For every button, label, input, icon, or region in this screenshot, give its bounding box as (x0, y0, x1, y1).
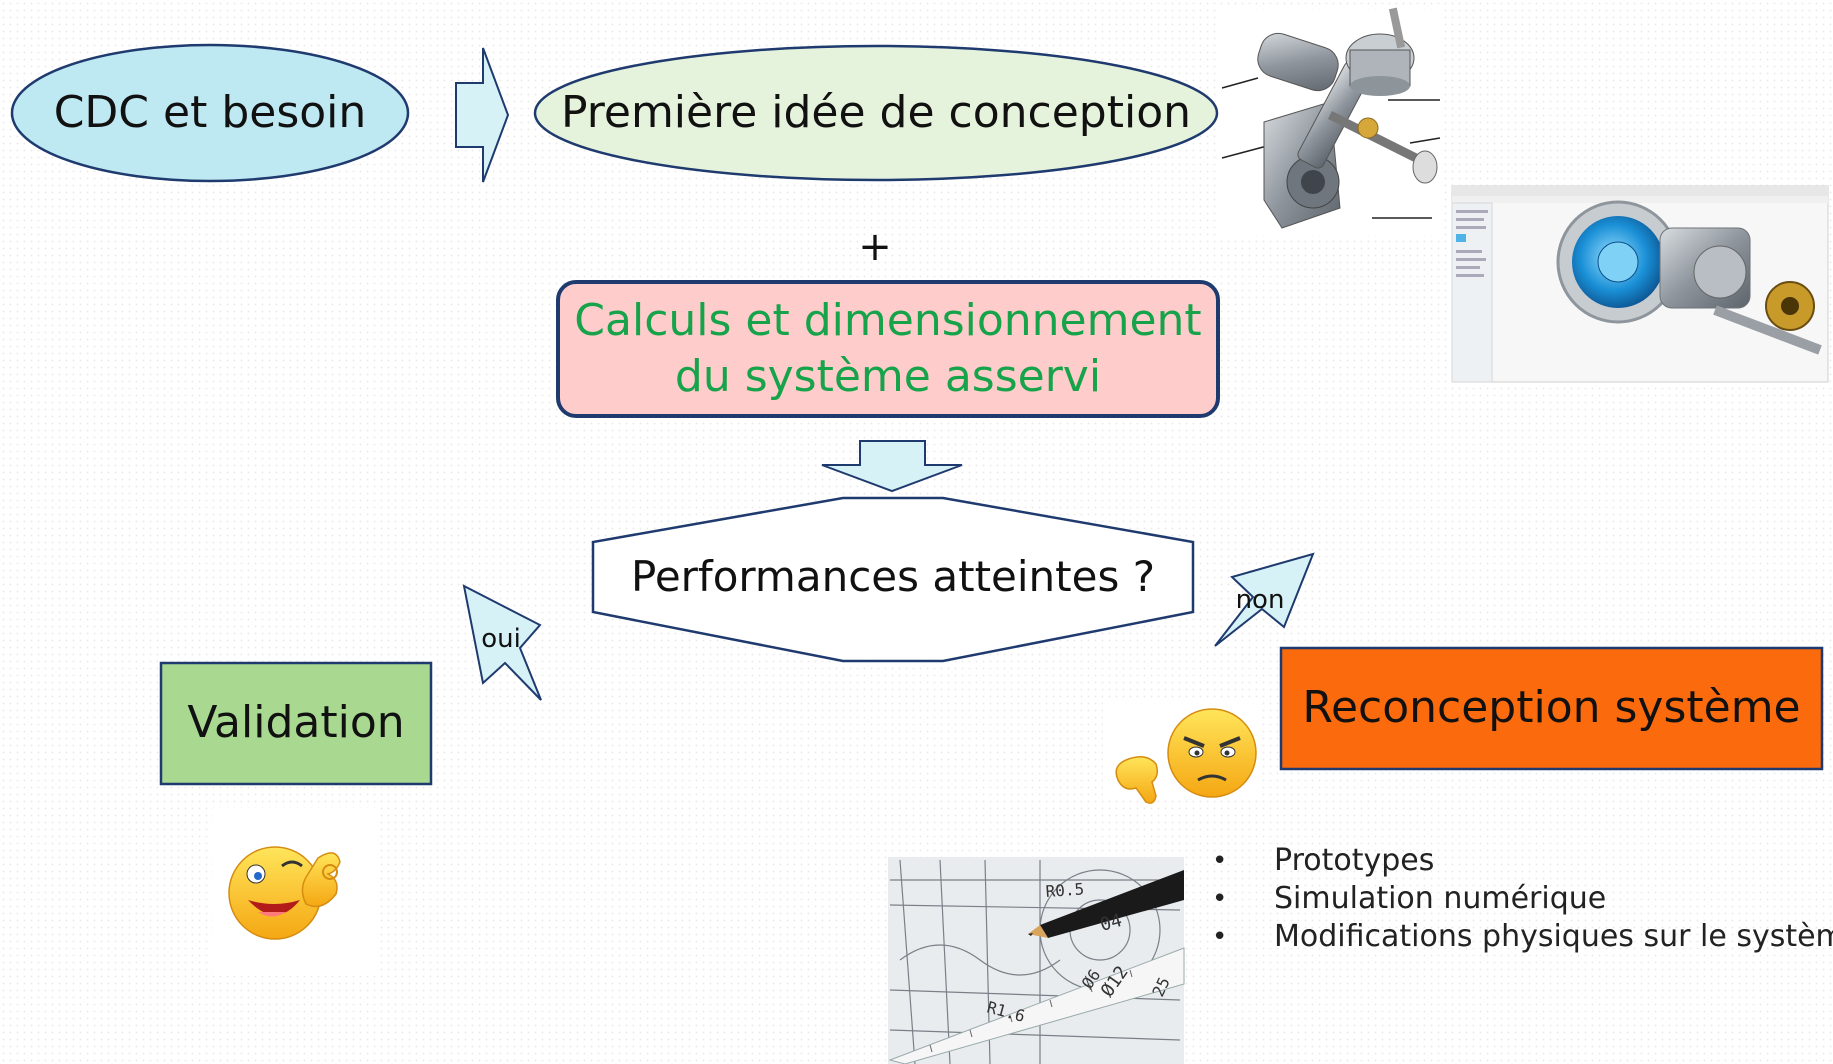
non-label-text: non (1235, 585, 1285, 616)
calc-node-line2: du système asservi (674, 351, 1102, 402)
start-ellipse (10, 43, 410, 183)
decision-node-label: Performances atteintes ? (630, 551, 1155, 601)
list-item: Simulation numérique (1212, 880, 1833, 918)
oui-label: oui (476, 622, 526, 658)
decision-shape (591, 496, 1195, 663)
validation-box (159, 661, 433, 786)
winking-ok-emoji (213, 808, 378, 976)
redesign-node: Reconception système (1281, 648, 1822, 769)
idea-node-label: Première idée de conception (560, 86, 1192, 138)
plus-sign: + (840, 222, 910, 272)
oui-label-text: oui (481, 624, 521, 655)
list-item: Prototypes (1212, 842, 1833, 880)
calc-box (556, 280, 1220, 418)
non-label: non (1230, 583, 1290, 619)
decision-node: Performances atteintes ? (593, 545, 1193, 609)
redesign-options-list: Prototypes Simulation numérique Modifica… (1212, 842, 1833, 956)
arrow-down (821, 440, 963, 493)
technical-drawing-pencil-image (888, 857, 1185, 1064)
cad-software-image (1451, 185, 1829, 383)
arrow-oui (462, 584, 542, 701)
calc-node: Calculs et dimensionnement du système as… (558, 286, 1218, 412)
validation-node: Validation (161, 663, 431, 784)
plus-sign-label: + (858, 224, 892, 270)
idea-node: Première idée de conception (535, 60, 1217, 166)
redesign-node-label: Reconception système (1302, 682, 1801, 734)
drawing-label-r1: R0.5 (1045, 879, 1085, 901)
arrow-non (1214, 552, 1315, 647)
start-node: CDC et besoin (12, 60, 408, 166)
validation-node-label: Validation (187, 697, 405, 749)
mechanical-assembly-image (1220, 7, 1441, 235)
arrow-right (455, 47, 510, 183)
start-node-label: CDC et besoin (53, 86, 367, 138)
idea-ellipse (533, 44, 1219, 182)
angry-thumbs-down-emoji (1103, 700, 1258, 804)
calc-node-line1: Calculs et dimensionnement (574, 294, 1202, 346)
redesign-box (1279, 646, 1824, 771)
list-item: Modifications physiques sur le système (1212, 918, 1833, 956)
